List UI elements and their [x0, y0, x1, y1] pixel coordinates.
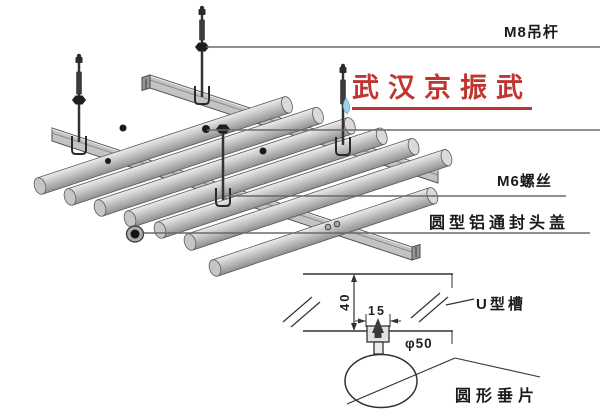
hex-nut — [195, 42, 209, 52]
round-tube — [63, 106, 324, 206]
section-detail — [282, 273, 541, 409]
u-groove-profile — [366, 318, 390, 355]
break-mark — [418, 296, 449, 323]
break-mark — [290, 301, 321, 328]
dim-width-text: 15 — [368, 304, 386, 318]
label-round-tube-end-cap: 圆型铝通封头盖 — [429, 215, 570, 232]
saddle-clip — [71, 136, 87, 155]
round-tube — [123, 127, 388, 228]
blue-highlight-mark — [342, 97, 351, 115]
screw-dot — [105, 158, 111, 164]
screw-dot — [202, 125, 210, 133]
round-tube — [183, 149, 453, 251]
hex-nut — [216, 124, 230, 134]
end-cap-piece — [125, 225, 145, 243]
leader-round-fin — [346, 357, 456, 405]
break-mark — [410, 292, 441, 319]
m6-screw-rod — [215, 124, 231, 207]
label-m6-screw: M6螺丝 — [497, 173, 552, 190]
hanger-rod — [71, 53, 87, 155]
dim-height-text: 40 — [337, 293, 352, 311]
dimension-40 — [351, 274, 357, 331]
leader-round-fin — [454, 357, 541, 378]
label-m8-hanger-rod: M8吊杆 — [504, 24, 559, 41]
dimension-15 — [355, 314, 401, 327]
dim-diameter-text: φ50 — [405, 336, 433, 351]
saddle-clip — [215, 188, 231, 207]
saddle-clip — [335, 137, 351, 156]
screw-hole — [324, 223, 332, 231]
screw-dot — [119, 124, 127, 132]
screw-dot — [259, 147, 267, 155]
hex-nut — [72, 95, 86, 105]
tube-section-circle — [344, 353, 418, 409]
fixing-screw — [372, 318, 384, 338]
leader-u-channel — [445, 298, 475, 306]
screw-hole — [333, 220, 341, 228]
label-u-channel: U型槽 — [476, 296, 526, 313]
round-tube — [33, 96, 293, 195]
saddle-clip — [194, 86, 210, 105]
break-mark — [282, 296, 313, 323]
hanger-rod — [194, 5, 210, 105]
watermark-text: 武汉京振武 — [352, 66, 532, 110]
label-round-fin: 圆形垂片 — [455, 388, 540, 405]
